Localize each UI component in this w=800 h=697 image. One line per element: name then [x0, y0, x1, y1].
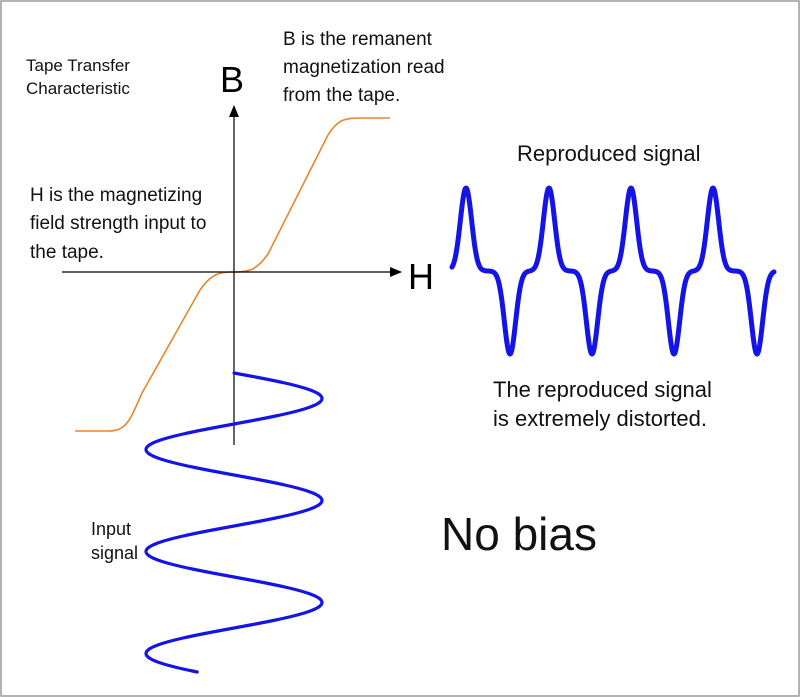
diagram-title-line-2: Characteristic [26, 79, 130, 98]
h-description-line-2: field strength input to [30, 213, 206, 234]
b-axis-label: B [220, 59, 244, 100]
b-description-line-3: from the tape. [283, 85, 400, 106]
b-description-line-1: B is the remanent [283, 29, 433, 50]
mode-label: No bias [441, 508, 597, 560]
b-description-line-2: magnetization read [283, 57, 445, 78]
input-signal-wave [144, 371, 324, 674]
h-axis-label: H [408, 256, 434, 297]
h-description-line-1: H is the magnetizing [30, 185, 202, 206]
distortion-note-line-1: The reproduced signal [493, 377, 712, 402]
diagram-title-line-1: Tape Transfer [26, 56, 130, 75]
transfer-characteristic-curve [75, 117, 390, 432]
h-description-line-3: the tape. [30, 242, 104, 263]
reproduced-signal-wave [449, 185, 777, 357]
distortion-note-line-2: is extremely distorted. [493, 406, 707, 431]
input-signal-label-line-2: signal [91, 543, 138, 563]
reproduced-signal-label: Reproduced signal [517, 141, 700, 166]
input-signal-label-line-1: Input [91, 519, 131, 539]
